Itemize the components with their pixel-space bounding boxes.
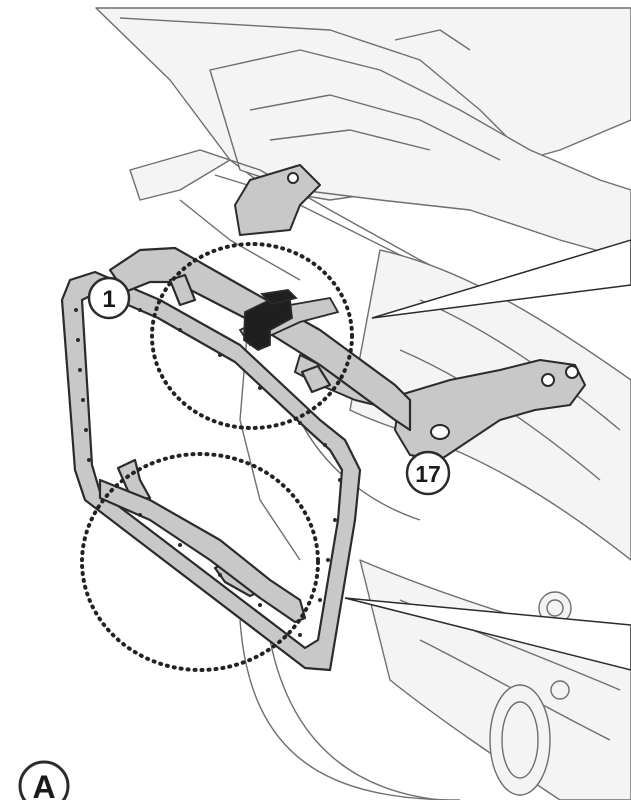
rear-wheel	[239, 619, 461, 800]
frame-bolt-holes	[74, 296, 342, 637]
view-label-a: A	[18, 760, 70, 800]
upper-detail-circle	[150, 242, 354, 430]
zoom-leaders	[344, 239, 631, 671]
part-1-side-frame	[60, 246, 412, 672]
lower-zoom-leader	[344, 597, 631, 671]
footrest-bracket	[129, 149, 231, 201]
callout-1: 1	[87, 276, 131, 320]
upper-tab-right	[300, 364, 332, 394]
callout-17: 17	[405, 450, 451, 496]
frame-inner-rail	[98, 478, 307, 624]
motorcycle-outline	[95, 7, 631, 800]
callout-17-label: 17	[415, 461, 441, 487]
exhaust-tip	[489, 684, 551, 796]
lower-detail-circle	[80, 452, 320, 672]
frame-outer	[60, 270, 362, 672]
clamp-fixing	[238, 289, 340, 352]
view-label-text: A	[32, 769, 55, 800]
detail-highlights	[80, 242, 354, 672]
callout-1-label: 1	[102, 286, 115, 313]
seat-upper-panel	[119, 17, 521, 151]
upper-zoom-leader	[371, 239, 631, 319]
upper-tab-left	[168, 273, 197, 307]
